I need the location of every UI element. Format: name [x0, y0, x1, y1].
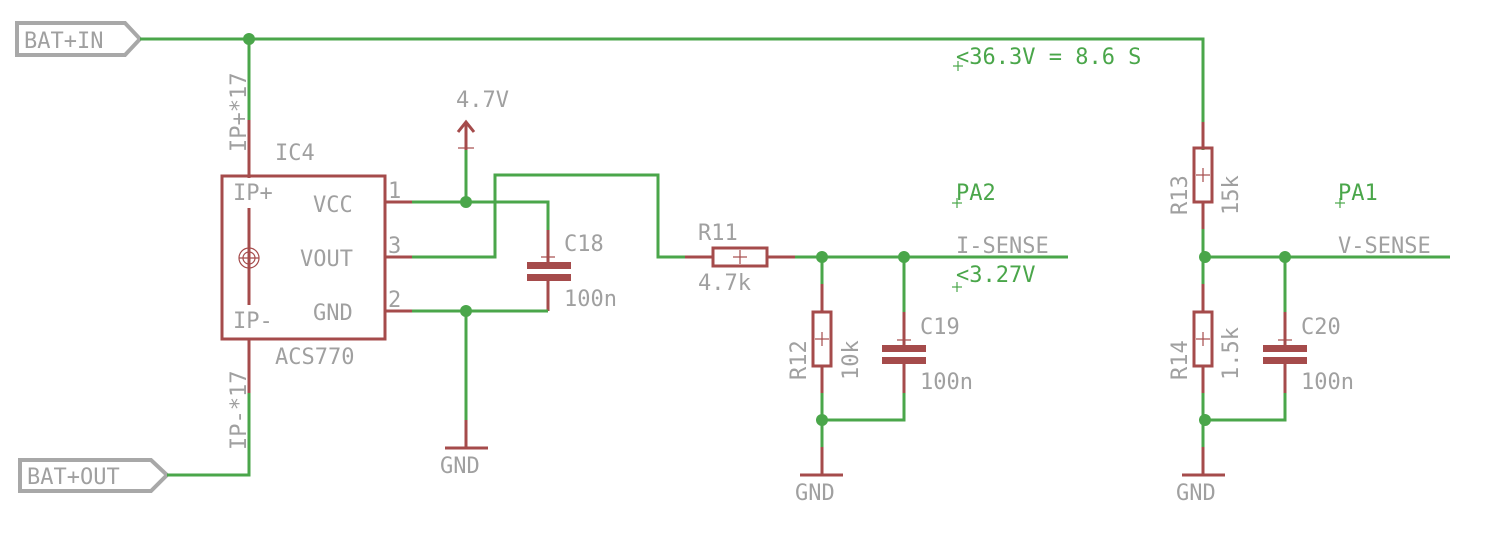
resistor-r12[interactable]: R12 10k [787, 284, 864, 393]
junction [1199, 251, 1211, 263]
c20-name: C20 [1301, 315, 1341, 340]
net-v-note: <36.3V = 8.6 S [956, 45, 1141, 70]
junction [460, 196, 472, 208]
wire-ip-minus[interactable] [167, 393, 251, 477]
capacitor-c18[interactable]: C18 100n [527, 230, 617, 312]
junction [1199, 414, 1211, 426]
wire-bat-in-rail[interactable] [140, 37, 1205, 150]
net-i-sense-note: <3.27V [956, 263, 1035, 288]
ic4-pin2-num: 2 [388, 288, 401, 313]
ic4-pin-ip-plus: IP+ [233, 181, 273, 206]
port-bat-in-label: BAT+IN [24, 29, 103, 54]
ground-symbol: GND [1176, 447, 1225, 506]
ic4-pin1-num: 1 [388, 179, 401, 204]
wire-vcc[interactable] [412, 200, 550, 230]
capacitor-c19[interactable]: C19 100n [882, 312, 973, 395]
ic4-pin-ip-minus: IP- [233, 309, 273, 334]
port-bat-out-label: BAT+OUT [27, 465, 120, 490]
c19-value: 100n [920, 370, 973, 395]
resistor-r14[interactable]: R14 1.5k [1168, 284, 1244, 393]
r13-name: R13 [1168, 175, 1193, 215]
c19-name: C19 [920, 315, 960, 340]
r14-value: 1.5k [1219, 327, 1244, 380]
wire-c19-gnd[interactable] [822, 393, 906, 422]
c18-value: 100n [564, 287, 617, 312]
ground-symbol: GND [795, 447, 843, 506]
r11-value: 4.7k [698, 271, 751, 296]
ic4-pin-vcc: VCC [313, 193, 353, 218]
resistor-r11[interactable]: R11 4.7k [685, 221, 795, 296]
ic4-acs770[interactable]: IC4 IP+ IP- VCC VOUT GND 1 3 2 ACS770 [220, 141, 412, 370]
port-bat-in[interactable]: BAT+IN [15, 21, 143, 57]
net-ip-plus-label: IP+*17 [227, 73, 252, 152]
capacitor-c20[interactable]: C20 100n [1263, 312, 1354, 395]
c20-value: 100n [1301, 370, 1354, 395]
net-ip-minus-label: IP-*17 [227, 371, 252, 450]
ic4-pin-vout: VOUT [300, 247, 353, 272]
r12-name: R12 [787, 340, 812, 380]
resistor-r13[interactable]: R13 15k [1168, 122, 1244, 229]
gnd-label: GND [440, 454, 480, 479]
supply-4v7[interactable]: 4.7V [456, 88, 509, 150]
r12-value: 10k [839, 340, 864, 380]
gnd-label: GND [795, 481, 835, 506]
supply-label: 4.7V [456, 88, 509, 113]
junction [816, 414, 828, 426]
wire-vout[interactable] [412, 173, 685, 259]
r11-name: R11 [698, 221, 738, 246]
ic4-value: ACS770 [275, 345, 354, 370]
port-bat-out[interactable]: BAT+OUT [18, 458, 170, 493]
net-i-sense: I-SENSE [956, 234, 1049, 259]
ic4-pin-gnd: GND [313, 301, 353, 326]
r13-value: 15k [1219, 175, 1244, 215]
r14-name: R14 [1168, 340, 1193, 380]
net-v-sense: V-SENSE [1338, 234, 1431, 259]
net-pa2: PA2 [956, 181, 996, 206]
ground-symbol: GND [440, 420, 488, 479]
net-pa1: PA1 [1338, 181, 1378, 206]
wire-c20-gnd[interactable] [1203, 393, 1287, 422]
c18-name: C18 [564, 232, 604, 257]
ic4-pin3-num: 3 [388, 234, 401, 259]
ic4-name: IC4 [275, 141, 315, 166]
gnd-label: GND [1176, 481, 1216, 506]
